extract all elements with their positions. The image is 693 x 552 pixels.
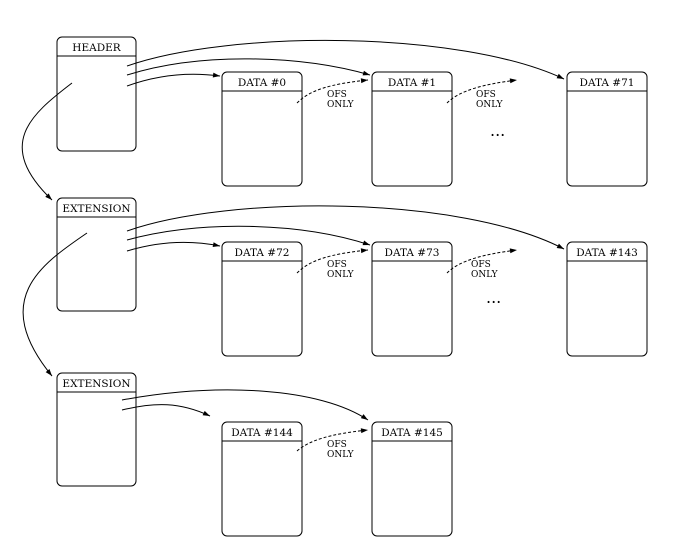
data-block-0-title: DATA #0 bbox=[238, 77, 286, 89]
data-block-72-title: DATA #72 bbox=[235, 247, 290, 259]
dashed-arrow-data-72-to-data-73 bbox=[296, 248, 369, 274]
extension-block-2-title: EXTENSION bbox=[62, 378, 130, 390]
ofs-label: OFS bbox=[476, 90, 496, 100]
data-block-143-title: DATA #143 bbox=[576, 247, 638, 259]
arrow-extension-to-extension bbox=[22, 232, 88, 377]
data-block-144: DATA #144 bbox=[221, 421, 303, 537]
only-label: ONLY bbox=[476, 100, 504, 110]
extension-block-1: EXTENSION bbox=[56, 197, 137, 312]
data-block-145: DATA #145 bbox=[371, 421, 453, 537]
arrow-extension-to-data-144 bbox=[121, 404, 211, 417]
only-label: ONLY bbox=[327, 270, 355, 280]
data-block-1: DATA #1 bbox=[371, 71, 453, 187]
ellipsis: ... bbox=[486, 288, 501, 307]
arrow-header-to-extension bbox=[21, 82, 73, 201]
ofs-label: OFS bbox=[471, 260, 491, 270]
arrow-extension-to-data-143 bbox=[126, 205, 565, 250]
arrow-header-to-data-0 bbox=[126, 72, 221, 87]
data-block-71-title: DATA #71 bbox=[580, 77, 635, 89]
data-block-73: DATA #73 bbox=[371, 241, 453, 357]
header-block-title: HEADER bbox=[72, 42, 121, 54]
header-block: HEADER bbox=[56, 36, 137, 152]
dashed-arrow-data-73-to-next bbox=[446, 248, 518, 274]
ofs-label: OFS bbox=[327, 90, 347, 100]
data-block-71: DATA #71 bbox=[566, 71, 648, 187]
arrow-header-to-data-1 bbox=[126, 58, 371, 76]
extension-block-1-title: EXTENSION bbox=[62, 203, 130, 215]
data-block-143: DATA #143 bbox=[566, 241, 648, 357]
only-label: ONLY bbox=[327, 450, 355, 460]
only-label: ONLY bbox=[471, 270, 499, 280]
extension-block-2: EXTENSION bbox=[56, 372, 137, 487]
dashed-arrow-data-144-to-data-145 bbox=[296, 428, 369, 452]
dashed-arrow-data-1-to-next bbox=[446, 78, 518, 104]
arrow-extension-to-data-145 bbox=[121, 389, 369, 421]
ellipsis: ... bbox=[490, 121, 505, 140]
ofs-label: OFS bbox=[327, 260, 347, 270]
only-label: ONLY bbox=[327, 100, 355, 110]
data-block-144-title: DATA #144 bbox=[231, 427, 293, 439]
arrow-extension-to-data-73 bbox=[126, 225, 371, 246]
dashed-arrow-data-0-to-data-1 bbox=[296, 78, 369, 104]
ofs-label: OFS bbox=[327, 440, 347, 450]
data-block-1-title: DATA #1 bbox=[388, 77, 436, 89]
data-block-0: DATA #0 bbox=[221, 71, 303, 187]
arrow-header-to-data-71 bbox=[126, 39, 565, 80]
data-block-145-title: DATA #145 bbox=[381, 427, 443, 439]
data-block-73-title: DATA #73 bbox=[385, 247, 440, 259]
data-block-72: DATA #72 bbox=[221, 241, 303, 357]
arrow-extension-to-data-72 bbox=[126, 241, 221, 252]
